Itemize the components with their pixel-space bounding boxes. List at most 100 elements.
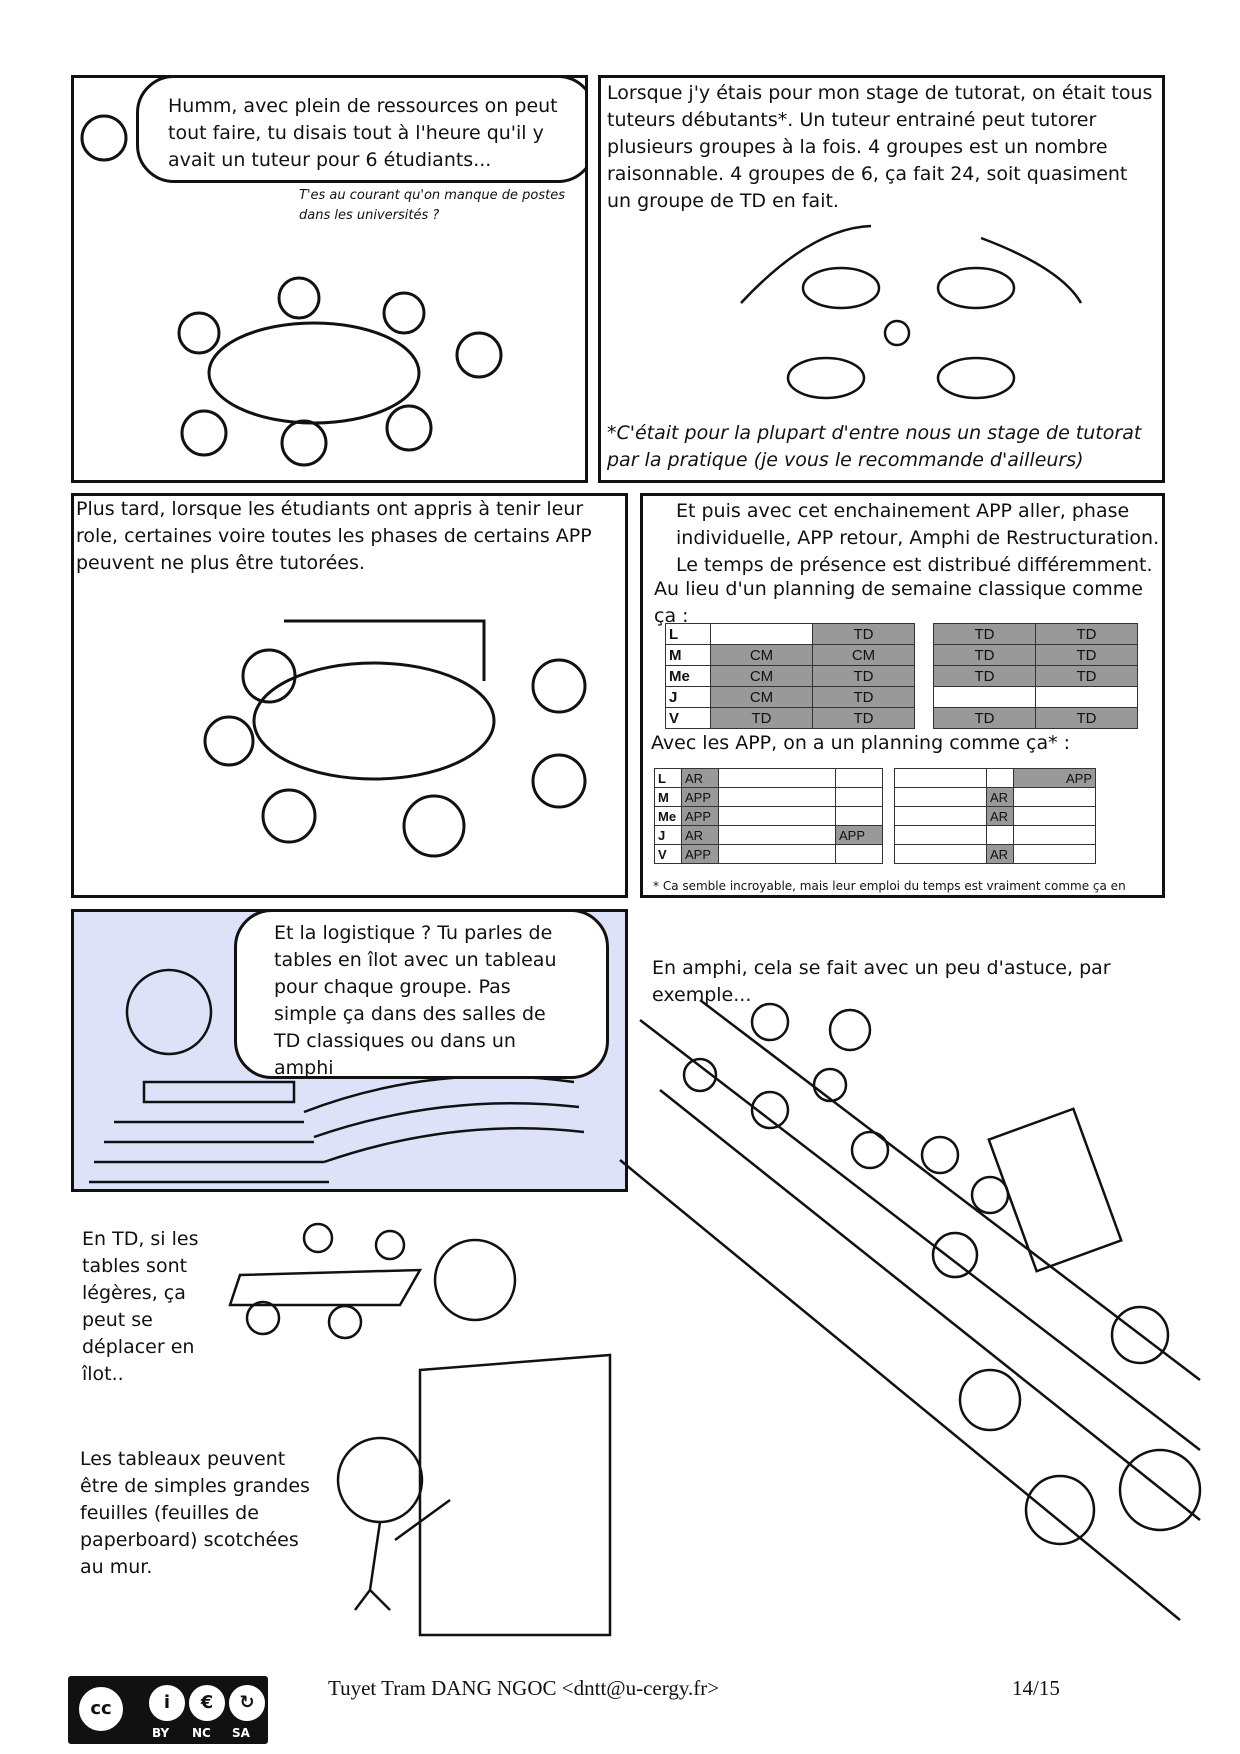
table-cell [718,768,836,788]
table-cell: CM [710,665,813,687]
day-cell: L [654,768,682,788]
table-cell: CM [710,686,813,708]
day-cell: Me [665,665,711,687]
table-cell: TD [1035,665,1138,687]
four-groups-illustration [740,224,1083,400]
table-cell: TD [1035,707,1138,729]
day-cell: L [665,623,711,645]
day-cell: M [665,644,711,666]
table-cell: APP [681,844,719,864]
table-row: J AR APP [654,825,1096,845]
table-cell: AR [986,787,1014,807]
page-number: 14/15 [1012,1676,1060,1700]
table-cell [933,686,1036,708]
table-cell [894,844,987,864]
table-cell [1013,844,1096,864]
table-cell [894,768,987,788]
app-planning-label: Avec les APP, on a un planning comme ça*… [651,732,1071,754]
table-cell [1013,825,1096,845]
day-cell: Me [654,806,682,826]
license-by: BY [152,1726,170,1740]
license-nc: NC [192,1726,211,1740]
tutoring-table-illustration [80,114,503,467]
table-cell: TD [933,644,1036,666]
classrooms-illustration [89,968,585,1184]
table-cell: TD [812,686,915,708]
table-cell [1013,806,1096,826]
table-cell: TD [933,665,1036,687]
table-row: V APP AR [654,844,1096,864]
table-cell: APP [835,825,883,845]
table-cell: CM [710,644,813,666]
app-planning-table: L AR APP M APP AR Me APP AR [654,768,1096,864]
table-cell: TD [812,623,915,645]
table-row: J CM TD [665,686,1138,708]
speech-bubble [234,912,609,1079]
table-cell [986,825,1014,845]
table-cell: APP [681,806,719,826]
panel-untutored-phases: Plus tard, lorsque les étudiants ont app… [71,493,628,898]
license-sa: SA [232,1726,250,1740]
table-cell: AR [986,806,1014,826]
table-cell [718,806,836,826]
table-cell: TD [812,707,915,729]
by-icon: i [146,1682,188,1724]
day-cell: V [665,707,711,729]
classic-planning-table: L TD TD TD M CM CM TD TD Me CM TD TD TD … [665,623,1138,729]
table-row: V TD TD TD TD [665,707,1138,729]
sa-icon: ↻ [226,1682,268,1724]
planning-footnote: * Ca semble incroyable, mais leur emploi… [653,879,1126,893]
table-cell [1035,686,1138,708]
bubble-text: Humm, avec plein de ressources on peut t… [168,95,558,171]
panel-tutor-groups: Lorsque j'y étais pour mon stage de tuto… [598,75,1165,483]
table-cell [894,806,987,826]
table-row: Me APP AR [654,806,1096,826]
author-line: Tuyet Tram DANG NGOC <dntt@u-cergy.fr> [328,1676,720,1700]
table-cell [718,844,836,864]
table-cell: TD [812,665,915,687]
cc-license-badge: cc i € ↻ BY NC SA [68,1676,268,1744]
day-cell: V [654,844,682,864]
panel-text: Lorsque j'y étais pour mon stage de tuto… [607,82,1153,212]
table-cell: TD [1035,644,1138,666]
table-cell: APP [1013,768,1096,788]
table-cell [835,806,883,826]
classic-planning-label: Au lieu d'un planning de semaine classiq… [654,578,1143,627]
table-cell [835,787,883,807]
bubble-text: Et la logistique ? Tu parles de tables e… [274,922,557,1079]
table-cell: AR [681,825,719,845]
boards-caption: Les tableaux peuvent être de simples gra… [80,1448,310,1578]
table-cell [835,768,883,788]
table-cell [835,844,883,864]
table-cell: TD [710,707,813,729]
table-cell [894,825,987,845]
table-row: L AR APP [654,768,1096,788]
day-cell: J [665,686,711,708]
table-cell [718,825,836,845]
panel-logistics: Et la logistique ? Tu parles de tables e… [71,909,628,1192]
table-row: Me CM TD TD TD [665,665,1138,687]
table-cell [1013,787,1096,807]
table-row: L TD TD TD [665,623,1138,645]
table-cell [710,623,813,645]
table-cell [986,768,1014,788]
panel-tutor-ratio: Humm, avec plein de ressources on peut t… [71,75,588,483]
td-caption: En TD, si les tables sont légères, ça pe… [82,1228,199,1385]
table-cell: APP [681,787,719,807]
table-cell: AR [681,768,719,788]
aside-text: T'es au courant qu'on manque de postes d… [299,188,565,223]
table-cell: TD [933,623,1036,645]
table-cell: CM [812,644,915,666]
table-cell [718,787,836,807]
day-cell: M [654,787,682,807]
table-row: M CM CM TD TD [665,644,1138,666]
table-cell: TD [933,707,1036,729]
students-table-illustration [203,619,587,858]
panel-footnote: *C'était pour la plupart d'entre nous un… [607,422,1142,471]
amphi-caption: En amphi, cela se fait avec un peu d'ast… [652,957,1111,1006]
intro-text: Et puis avec cet enchainement APP aller,… [676,500,1160,576]
panel-text: Plus tard, lorsque les étudiants ont app… [76,498,592,574]
nc-icon: € [186,1682,228,1724]
table-cell: AR [986,844,1014,864]
table-cell [894,787,987,807]
